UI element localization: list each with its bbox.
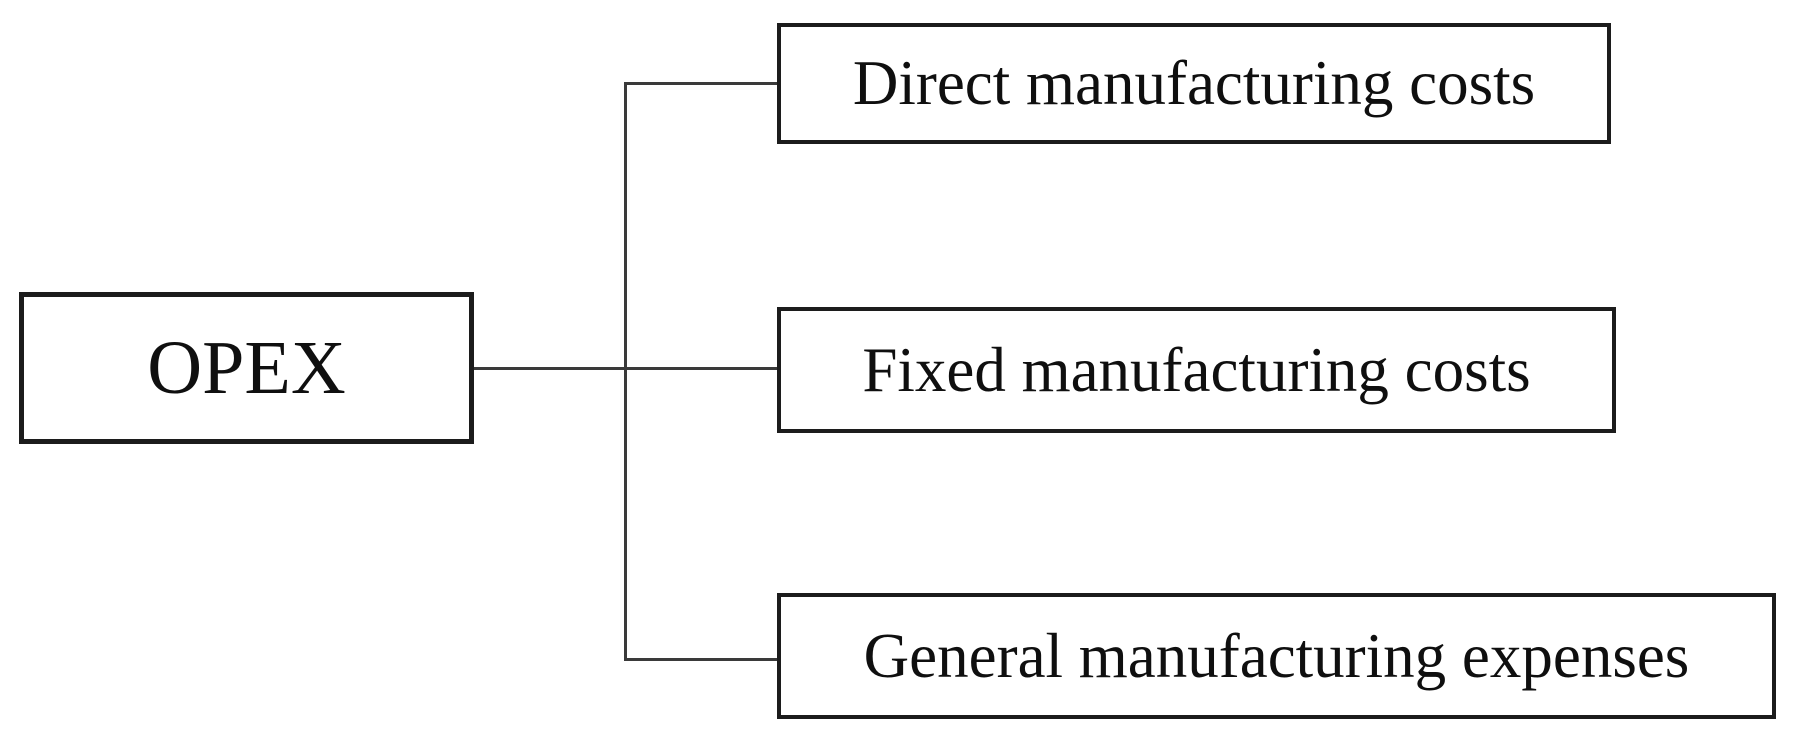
node-fixed-manufacturing-costs: Fixed manufacturing costs <box>777 307 1616 433</box>
node-direct-manufacturing-costs: Direct manufacturing costs <box>777 23 1611 144</box>
node-general-manufacturing-expenses-label: General manufacturing expenses <box>863 620 1690 691</box>
node-fixed-manufacturing-costs-label: Fixed manufacturing costs <box>862 334 1531 405</box>
connector-branch-general <box>624 658 777 661</box>
node-general-manufacturing-expenses: General manufacturing expenses <box>777 593 1776 719</box>
connector-branch-direct <box>624 82 777 85</box>
node-opex: OPEX <box>19 292 474 444</box>
connector-vertical-spine <box>624 82 627 661</box>
node-direct-manufacturing-costs-label: Direct manufacturing costs <box>852 48 1536 118</box>
node-opex-label: OPEX <box>147 326 346 410</box>
